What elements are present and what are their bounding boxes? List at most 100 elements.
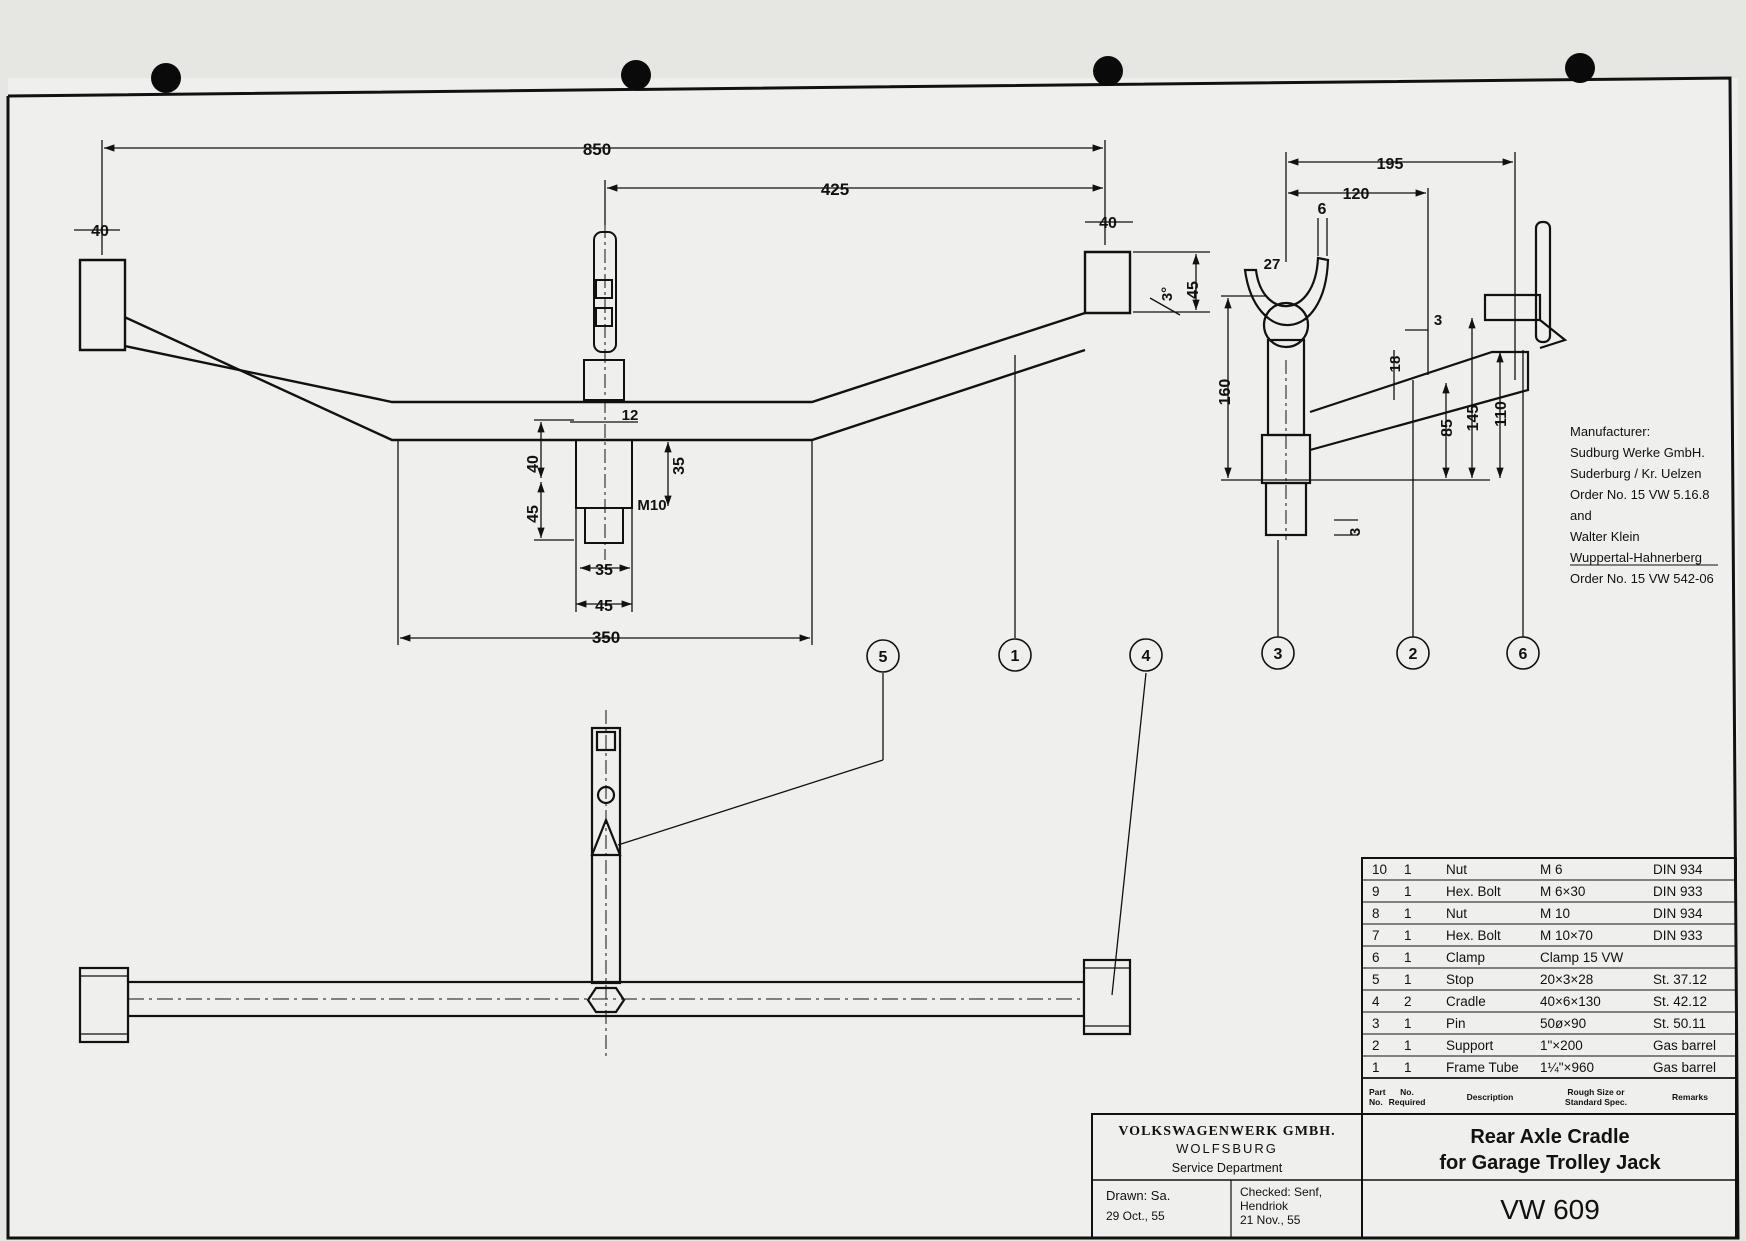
parts-cell-desc: Nut — [1446, 862, 1467, 877]
svg-text:No.: No. — [1400, 1087, 1414, 1097]
dim-12: 12 — [622, 407, 639, 424]
dim-45-dia: 45 — [595, 598, 613, 615]
parts-cell-no: 2 — [1372, 1038, 1380, 1053]
parts-cell-no: 10 — [1372, 862, 1387, 877]
mfr-line-5: Walter Klein — [1570, 529, 1640, 544]
parts-list-header: Part No. No. Required Description Rough … — [1369, 1087, 1708, 1107]
parts-cell-no: 3 — [1372, 1016, 1380, 1031]
parts-cell-desc: Hex. Bolt — [1446, 928, 1501, 943]
parts-cell-rem: DIN 934 — [1653, 906, 1703, 921]
dim-145: 145 — [1465, 405, 1482, 432]
parts-cell-rem: Gas barrel — [1653, 1060, 1716, 1075]
parts-cell-rem: St. 37.12 — [1653, 972, 1707, 987]
parts-cell-qty: 1 — [1404, 972, 1412, 987]
dim-110: 110 — [1493, 401, 1510, 427]
parts-cell-no: 9 — [1372, 884, 1380, 899]
parts-cell-size: M 6 — [1540, 862, 1563, 877]
parts-cell-qty: 1 — [1404, 950, 1412, 965]
front-view-clamp-assembly — [575, 224, 633, 560]
parts-cell-rem: DIN 933 — [1653, 928, 1703, 943]
parts-cell-desc: Stop — [1446, 972, 1474, 987]
dim-40-pin: 40 — [525, 455, 542, 473]
company-city: WOLFSBURG — [1176, 1141, 1278, 1156]
mfr-line-3: Order No. 15 VW 5.16.8 — [1570, 487, 1709, 502]
balloon-3: 3 — [1261, 636, 1295, 670]
parts-cell-size: 1"×200 — [1540, 1038, 1583, 1053]
parts-cell-desc: Hex. Bolt — [1446, 884, 1501, 899]
balloon-6: 6 — [1506, 636, 1540, 670]
parts-cell-size: M 10 — [1540, 906, 1570, 921]
mfr-line-0: Manufacturer: — [1570, 424, 1650, 439]
balloon-5: 5 — [866, 639, 900, 673]
svg-text:Rough Size or: Rough Size or — [1567, 1087, 1625, 1097]
dim-160: 160 — [1217, 379, 1234, 406]
mfr-line-4: and — [1570, 508, 1592, 523]
parts-cell-qty: 1 — [1404, 1038, 1412, 1053]
dim-3-stop: 3 — [1434, 312, 1442, 329]
front-view-dimensions — [74, 140, 1210, 645]
parts-cell-qty: 1 — [1404, 906, 1412, 921]
part-balloons: 1 2 3 4 5 6 — [866, 636, 1540, 673]
drawing-border — [6, 76, 1740, 1240]
mfr-line-7: Order No. 15 VW 542-06 — [1570, 571, 1714, 586]
dim-45-tube: 45 — [1185, 281, 1202, 299]
mfr-line-2: Suderburg / Kr. Uelzen — [1570, 466, 1702, 481]
dim-6: 6 — [1318, 201, 1327, 218]
balloon-2: 2 — [1396, 636, 1430, 670]
dim-425: 425 — [821, 180, 849, 199]
checked-date: 21 Nov., 55 — [1240, 1213, 1301, 1227]
parts-cell-desc: Clamp — [1446, 950, 1485, 965]
mfr-line-1: Sudburg Werke GmbH. — [1570, 445, 1705, 460]
svg-text:No.: No. — [1369, 1097, 1383, 1107]
svg-text:4: 4 — [1142, 648, 1151, 665]
drawn-by: Drawn: Sa. — [1106, 1188, 1170, 1203]
parts-cell-qty: 1 — [1404, 928, 1412, 943]
parts-cell-rem: DIN 934 — [1653, 862, 1703, 877]
parts-cell-desc: Frame Tube — [1446, 1060, 1519, 1075]
parts-cell-rem: DIN 933 — [1653, 884, 1703, 899]
mfr-line-6: Wuppertal-Hahnerberg — [1570, 550, 1702, 565]
front-view-dimension-labels: 850 425 40 40 350 3° 45 12 40 35 45 M10 … — [91, 140, 1202, 647]
parts-cell-rem: Gas barrel — [1653, 1038, 1716, 1053]
parts-cell-no: 7 — [1372, 928, 1380, 943]
dim-3-pin: 3 — [1347, 528, 1364, 536]
svg-text:5: 5 — [879, 649, 888, 666]
plan-view — [78, 710, 1132, 1060]
svg-text:1: 1 — [1011, 648, 1020, 665]
svg-text:2: 2 — [1409, 646, 1418, 663]
parts-cell-size: 40×6×130 — [1540, 994, 1601, 1009]
balloon-4: 4 — [1129, 638, 1163, 672]
front-view-frame-tube — [78, 250, 1132, 442]
svg-text:Remarks: Remarks — [1672, 1092, 1708, 1102]
parts-cell-qty: 1 — [1404, 1016, 1412, 1031]
side-view-dimension-labels: 195 120 6 27 3 18 160 85 145 110 3 — [1217, 156, 1510, 536]
dim-m10: M10 — [637, 497, 666, 514]
drawn-date: 29 Oct., 55 — [1106, 1209, 1165, 1223]
parts-cell-qty: 1 — [1404, 862, 1412, 877]
department: Service Department — [1172, 1161, 1283, 1175]
parts-cell-desc: Pin — [1446, 1016, 1466, 1031]
checked-name: Hendriok — [1240, 1199, 1289, 1213]
parts-cell-size: M 6×30 — [1540, 884, 1585, 899]
drawing-number: VW 609 — [1500, 1194, 1600, 1225]
parts-list-row: 3 1 Pin 50ø×90 St. 50.11 — [1372, 1016, 1706, 1031]
parts-cell-no: 8 — [1372, 906, 1380, 921]
dim-850: 850 — [583, 140, 611, 159]
parts-cell-no: 6 — [1372, 950, 1380, 965]
drawing-title-line-1: Rear Axle Cradle — [1470, 1126, 1629, 1148]
parts-cell-rem: St. 50.11 — [1653, 1016, 1706, 1031]
parts-cell-desc: Cradle — [1446, 994, 1486, 1009]
dim-angle-3: 3° — [1159, 287, 1176, 301]
dim-35-pin: 35 — [671, 457, 688, 475]
svg-text:Standard Spec.: Standard Spec. — [1565, 1097, 1627, 1107]
parts-cell-size: 50ø×90 — [1540, 1016, 1586, 1031]
checked-by: Checked: Senf, — [1240, 1185, 1322, 1199]
parts-cell-qty: 2 — [1404, 994, 1412, 1009]
dim-27: 27 — [1264, 256, 1281, 273]
parts-cell-size: Clamp 15 VW — [1540, 950, 1624, 965]
